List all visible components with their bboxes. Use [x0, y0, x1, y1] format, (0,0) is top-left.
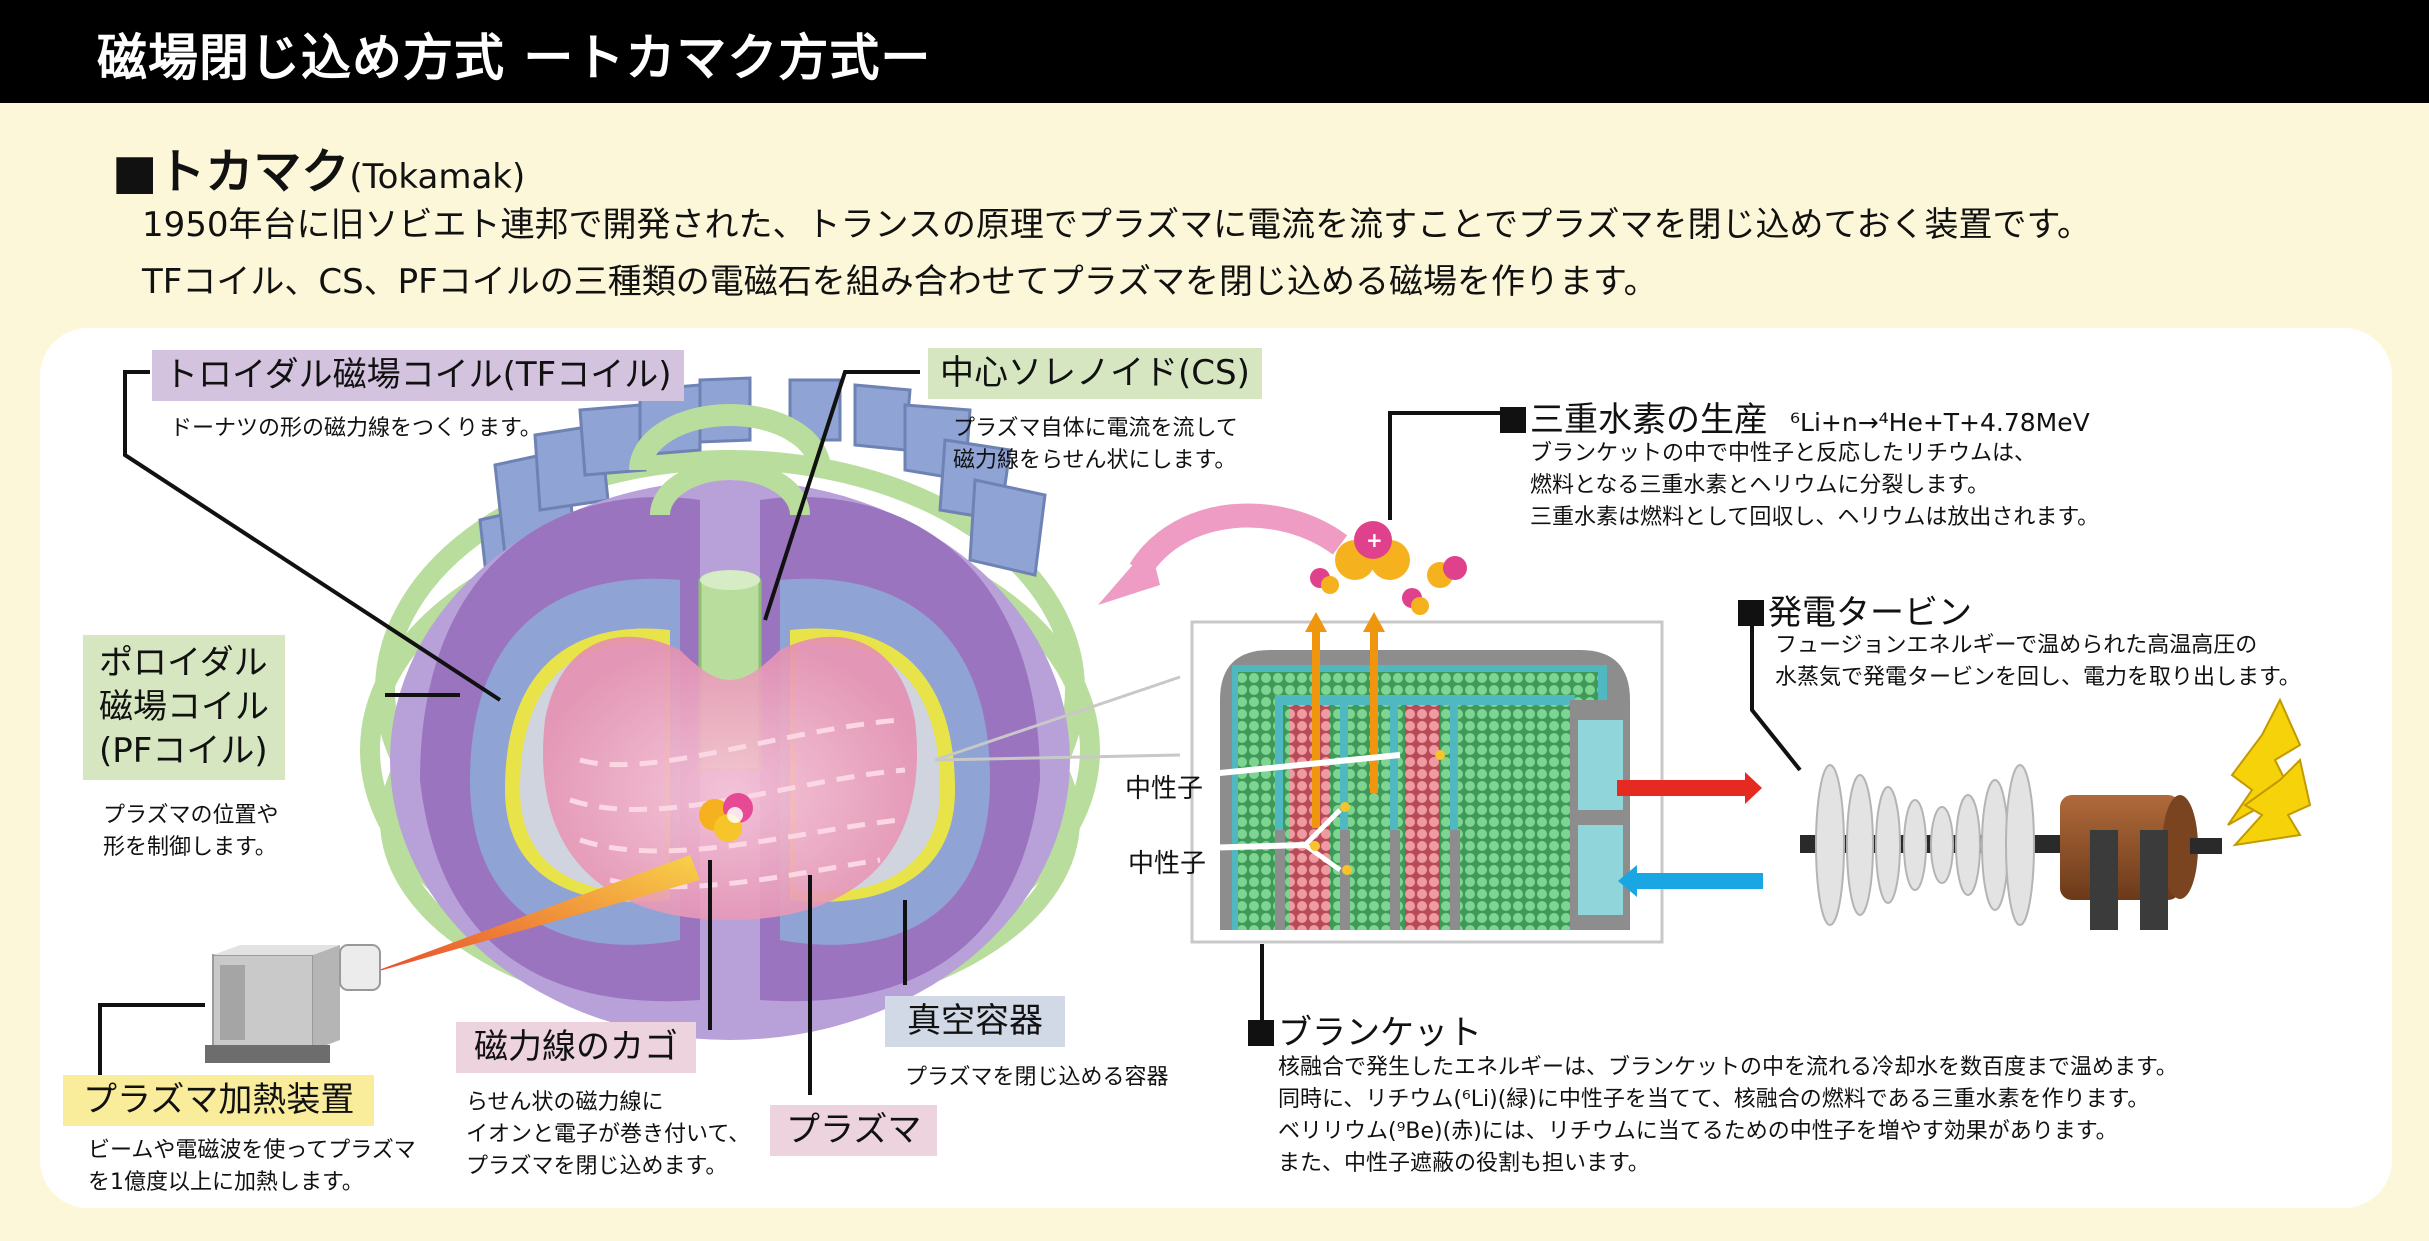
blanket-title: ブランケット: [1248, 1005, 1482, 1054]
square-bullet-icon: [1248, 1020, 1274, 1046]
turbine-desc: フュージョンエネルギーで温められた高温高圧の 水蒸気で発電タービンを回し、電力を…: [1775, 630, 2301, 694]
intro-line-2: TFコイル、CS、PFコイルの三種類の電磁石を組み合わせてプラズマを閉じ込める磁…: [142, 262, 1658, 302]
heating-desc-line: ビームや電磁波を使ってプラズマ: [88, 1138, 416, 1163]
heating-desc-line: を1億度以上に加熱します。: [88, 1169, 364, 1195]
tritium-title-text: 三重水素の生産: [1530, 400, 1768, 440]
blanket-desc: 核融合で発生したエネルギーは、ブランケットの中を流れる冷却水を数百度まで温めます…: [1278, 1052, 2178, 1180]
tritium-desc-line: ブランケットの中で中性子と反応したリチウムは、: [1530, 441, 2037, 466]
tf-coil-label: トロイダル磁場コイル(TFコイル): [152, 350, 684, 401]
page-title: 磁場閉じ込め方式 ートカマク方式ー: [97, 29, 932, 87]
cs-label: 中心ソレノイド(CS): [928, 348, 1262, 399]
pf-coil-desc-line: プラズマの位置や: [103, 803, 279, 828]
blanket-desc-line: 核融合で発生したエネルギーは、ブランケットの中を流れる冷却水を数百度まで温めます…: [1278, 1055, 2178, 1080]
pf-coil-label-line: ポロイダル: [99, 643, 268, 683]
neutron-label: 中性子: [1128, 849, 1207, 879]
vacuum-vessel-desc: プラズマを閉じ込める容器: [905, 1065, 1169, 1090]
neutron-label: 中性子: [1125, 774, 1204, 804]
pf-coil-label-line: 磁場コイル: [99, 687, 269, 728]
magnetic-cage-label: 磁力線のカゴ: [456, 1022, 696, 1073]
pf-coil-desc: プラズマの位置や 形を制御します。: [103, 800, 279, 864]
blanket-desc-line: 同時に、リチウム(⁶Li)(緑)に中性子を当てて、核融合の燃料である三重水素を作…: [1278, 1086, 2150, 1112]
tritium-equation: ⁶Li+n→⁴He+T+4.78MeV: [1790, 408, 2090, 437]
magnetic-cage-desc-line: イオンと電子が巻き付いて、: [466, 1121, 751, 1147]
blanket-title-text: ブランケット: [1278, 1013, 1482, 1053]
section-title-jp: ■トカマク: [112, 144, 350, 200]
cs-desc-line: 磁力線をらせん状にします。: [953, 447, 1237, 473]
tritium-desc: ブランケットの中で中性子と反応したリチウムは、 燃料となる三重水素とヘリウムに分…: [1530, 438, 2099, 534]
pf-coil-desc-line: 形を制御します。: [103, 834, 277, 860]
tritium-desc-line: 三重水素は燃料として回収し、ヘリウムは放出されます。: [1530, 504, 2100, 530]
header-bar: 磁場閉じ込め方式 ートカマク方式ー: [0, 0, 2429, 103]
section-title-en: (Tokamak): [349, 157, 526, 197]
vacuum-vessel-label: 真空容器: [885, 996, 1065, 1047]
plasma-label: プラズマ: [770, 1105, 938, 1156]
blanket-desc-line: また、中性子遮蔽の役割も担います。: [1278, 1150, 1650, 1176]
turbine-desc-line: 水蒸気で発電タービンを回し、電力を取り出します。: [1775, 664, 2301, 690]
square-bullet-icon: [1738, 600, 1764, 626]
turbine-title: 発電タービン: [1738, 585, 1972, 634]
tf-coil-desc: ドーナツの形の磁力線をつくります。: [170, 416, 542, 441]
heating-label: プラズマ加熱装置: [63, 1075, 375, 1126]
blanket-desc-line: ベリリウム(⁹Be)(赤)には、リチウムに当てるための中性子を増やす効果がありま…: [1278, 1118, 2118, 1144]
magnetic-cage-desc-line: らせん状の磁力線に: [466, 1090, 664, 1115]
cs-desc-line: プラズマ自体に電流を流して: [953, 416, 1238, 441]
magnetic-cage-desc: らせん状の磁力線に イオンと電子が巻き付いて、 プラズマを閉じ込めます。: [466, 1087, 750, 1183]
turbine-title-text: 発電タービン: [1768, 593, 1972, 633]
square-bullet-icon: [1500, 407, 1526, 433]
pf-coil-label: ポロイダル 磁場コイル (PFコイル): [83, 635, 285, 780]
tritium-title: 三重水素の生産 ⁶Li+n→⁴He+T+4.78MeV: [1500, 392, 2090, 441]
turbine-desc-line: フュージョンエネルギーで温められた高温高圧の: [1775, 633, 2258, 658]
cs-desc: プラズマ自体に電流を流して 磁力線をらせん状にします。: [953, 413, 1238, 477]
intro-line-1: 1950年台に旧ソビエト連邦で開発された、トランスの原理でプラズマに電流を流すこ…: [142, 205, 2092, 245]
section-title: ■トカマク(Tokamak): [112, 132, 525, 202]
pf-coil-label-line: (PFコイル): [99, 731, 268, 772]
magnetic-cage-desc-line: プラズマを閉じ込めます。: [466, 1153, 728, 1179]
tritium-desc-line: 燃料となる三重水素とヘリウムに分裂します。: [1530, 472, 1990, 498]
heating-desc: ビームや電磁波を使ってプラズマ を1億度以上に加熱します。: [88, 1135, 416, 1199]
